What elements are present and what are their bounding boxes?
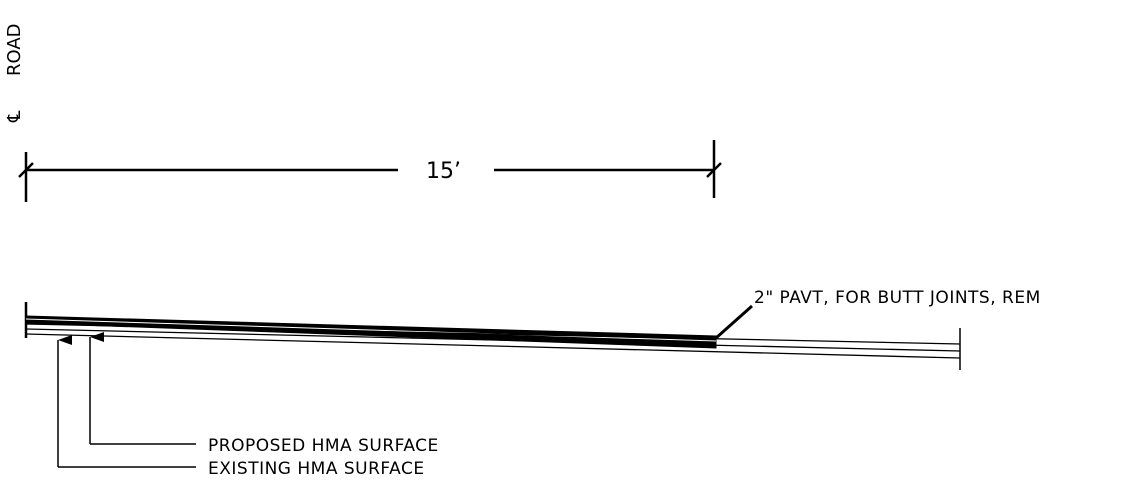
butt-joint-leader (715, 304, 753, 340)
existing-surface-callout (57, 335, 196, 468)
existing-surface-line-2 (25, 328, 961, 352)
existing-surface-label: EXISTING HMA SURFACE (208, 459, 425, 479)
overlay-inner-line (25, 318, 717, 342)
butt-joint-callout: 2" PAVT, FOR BUTT JOINTS, REM (715, 288, 1041, 340)
butt-joint-label: 2" PAVT, FOR BUTT JOINTS, REM (754, 288, 1041, 308)
existing-surface-line-3 (25, 333, 961, 359)
centerline-road-text: ROAD (4, 23, 25, 76)
proposed-surface-callout (89, 332, 196, 445)
pavement-section (24, 302, 961, 370)
centerline-label: ROAD ℄ (4, 23, 25, 123)
dimension-tick-left (18, 162, 34, 178)
centerline-symbol: ℄ (4, 110, 25, 123)
dimension-value: 15’ (426, 159, 461, 184)
proposed-surface-label: PROPOSED HMA SURFACE (208, 436, 439, 456)
dimension-tick-right (706, 162, 722, 178)
existing-surface-line-1 (25, 323, 961, 345)
dimension-15ft (18, 140, 722, 202)
